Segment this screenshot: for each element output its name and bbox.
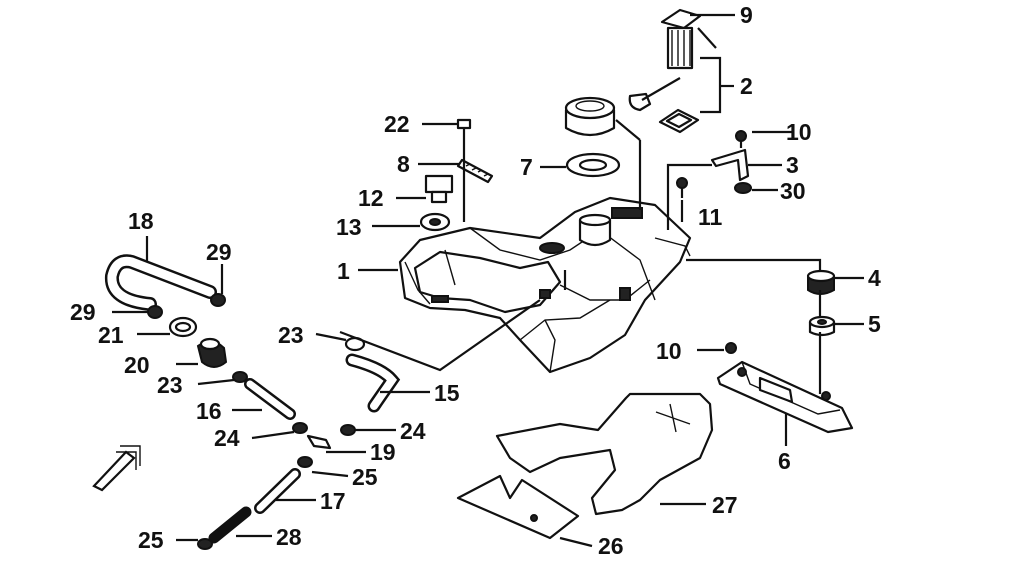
callout-16: 16: [196, 398, 222, 424]
callout-26: 26: [598, 533, 624, 559]
spring-28: [208, 506, 252, 544]
callout-29-right: 29: [206, 239, 232, 265]
callout-11: 11: [698, 204, 723, 230]
clamp-29-right: [210, 293, 226, 307]
hose-15: [345, 353, 401, 413]
leader-lines: [112, 13, 864, 548]
callout-6: 6: [778, 448, 791, 474]
callout-labels: 1 2 3 4 5 6 7 8 9 10 10 11 12 13 15 16 1…: [70, 2, 881, 559]
clamp-24-right: [340, 424, 356, 436]
callout-28: 28: [276, 524, 302, 550]
callout-24-right: 24: [400, 418, 426, 444]
bolt-10-top: [735, 130, 747, 148]
callout-9: 9: [740, 2, 753, 28]
callout-1: 1: [337, 258, 350, 284]
tee-19: [306, 434, 332, 450]
clamp-21: [168, 316, 198, 338]
valve-20: [196, 337, 228, 368]
callout-10-top: 10: [786, 119, 812, 145]
mat-26: [456, 474, 580, 540]
clamp-29-left: [147, 305, 163, 319]
bolt-22: [456, 118, 472, 138]
callout-17: 17: [320, 488, 346, 514]
callout-15: 15: [434, 380, 460, 406]
callout-27: 27: [712, 492, 738, 518]
callout-5: 5: [868, 311, 881, 337]
clamp-24-left: [292, 422, 308, 434]
fuel-cap: [564, 96, 616, 137]
fuel-pump-assembly: [628, 8, 717, 134]
screw-8: [456, 158, 494, 184]
callout-29-left: 29: [70, 299, 96, 325]
front-arrow-icon: [92, 445, 141, 492]
callout-23-lower: 23: [157, 372, 183, 398]
bracket-3: [710, 148, 750, 182]
callout-21: 21: [98, 322, 124, 348]
hose-17: [254, 468, 301, 514]
callout-25-lower: 25: [138, 527, 164, 553]
callout-23-upper: 23: [278, 322, 304, 348]
callout-13: 13: [336, 214, 362, 240]
clamp-25-upper: [297, 456, 313, 468]
callout-8: 8: [397, 151, 410, 177]
callout-7: 7: [520, 154, 533, 180]
callout-24-left: 24: [214, 425, 240, 451]
clamp-25-lower: [197, 538, 213, 550]
bolt-10-bottom: [725, 342, 737, 354]
callout-25-upper: 25: [352, 464, 378, 490]
callout-30: 30: [780, 178, 806, 204]
callout-22: 22: [384, 111, 410, 137]
clamp-23-lower: [232, 371, 248, 383]
hose-16: [244, 378, 296, 420]
callout-18: 18: [128, 208, 154, 234]
callout-2: 2: [740, 73, 753, 99]
bolt-11: [676, 177, 688, 198]
filler-ring: [565, 152, 621, 178]
rubber-mount-4: [806, 269, 836, 295]
fuel-tank: [398, 196, 692, 374]
callout-19: 19: [370, 439, 396, 465]
mat-27: [495, 392, 714, 516]
washer-13: [419, 212, 451, 232]
callout-3: 3: [786, 152, 799, 178]
bolt-12: [424, 174, 454, 204]
callout-12: 12: [358, 185, 384, 211]
hose-18: [104, 254, 217, 311]
callout-20: 20: [124, 352, 150, 378]
spacer-5: [808, 315, 836, 337]
tank-bracket-6: [716, 360, 854, 434]
callout-10-bottom: 10: [656, 338, 682, 364]
callout-4: 4: [868, 265, 881, 291]
washer-30: [734, 182, 752, 194]
